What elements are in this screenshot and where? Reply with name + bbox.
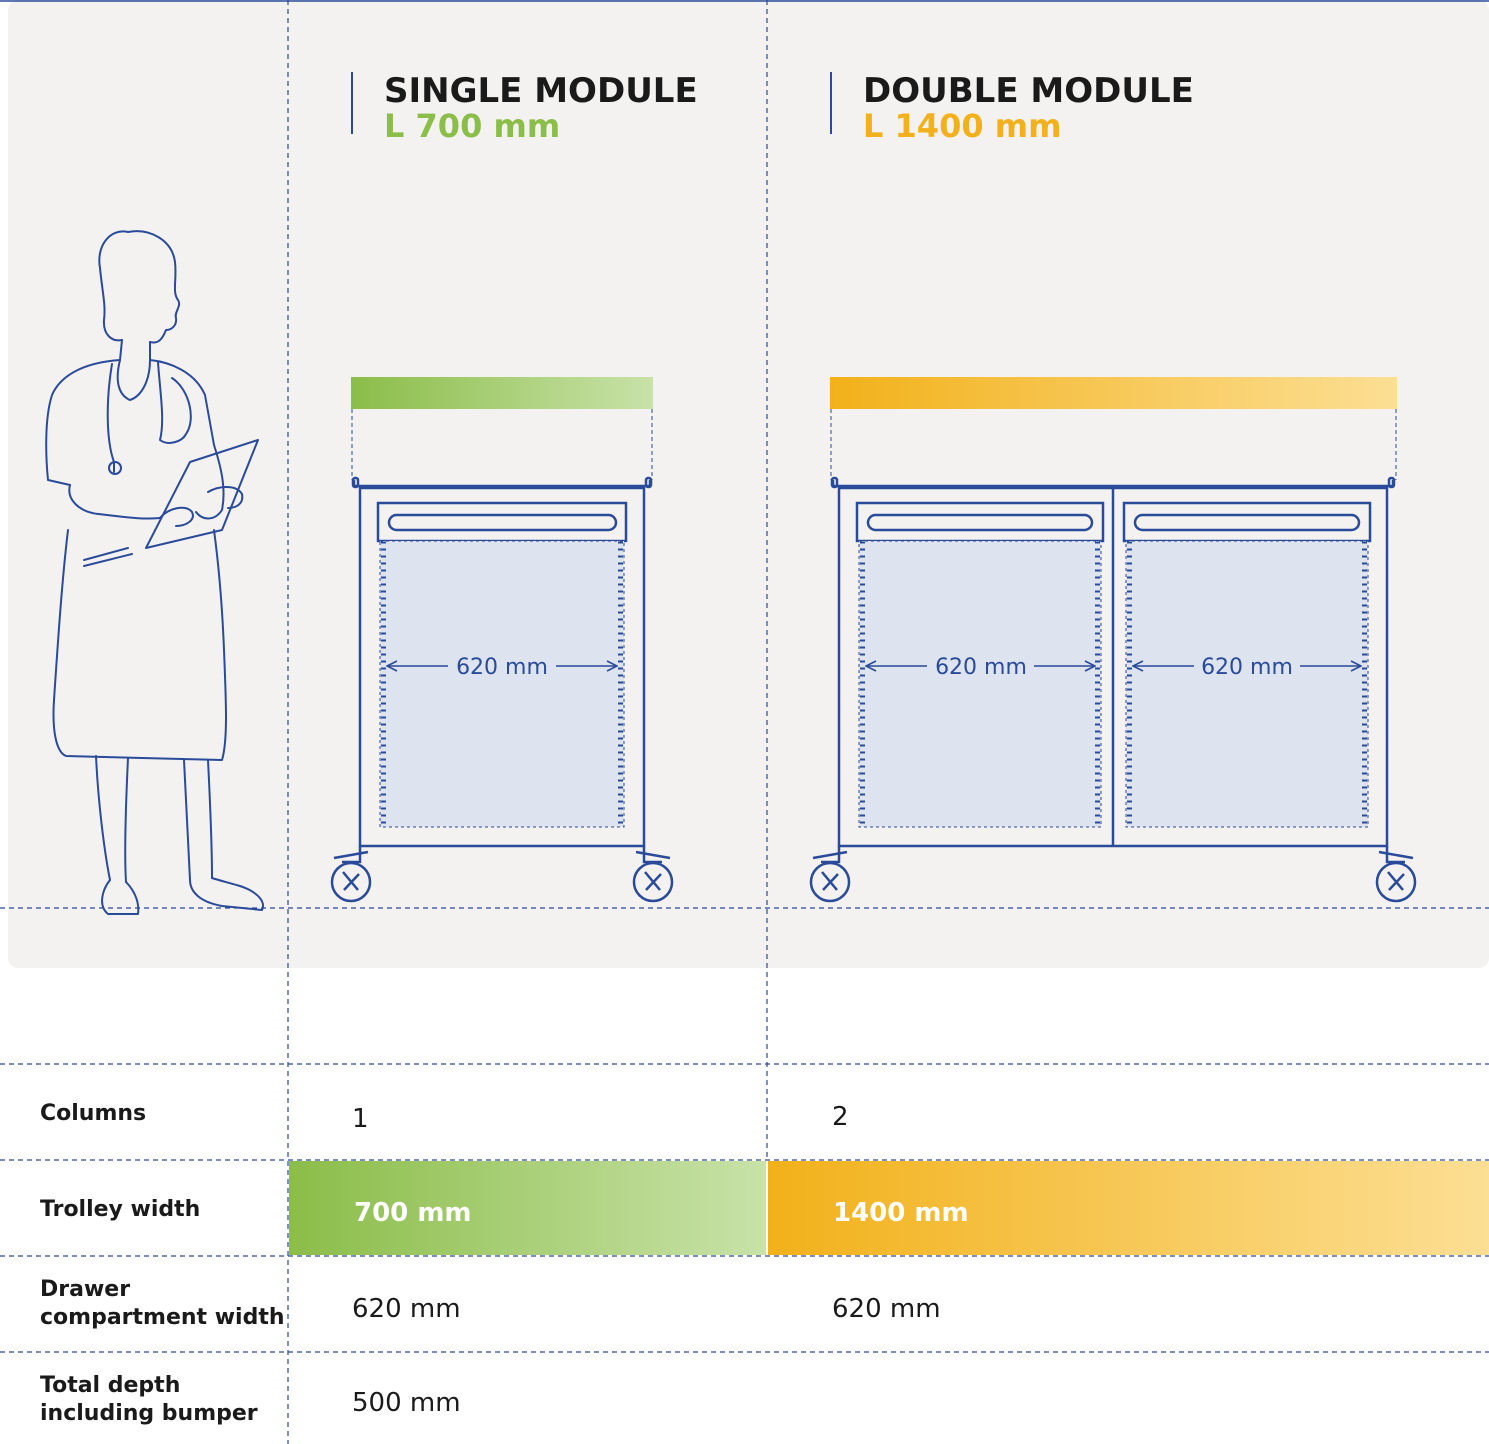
columns-single-value: 1 (352, 1104, 369, 1134)
single-wheel-right (632, 861, 674, 903)
double-wheel-right (1375, 861, 1417, 903)
single-rail-right (618, 541, 623, 827)
columns-double-value: 2 (832, 1102, 849, 1132)
double-wheel-left (809, 861, 851, 903)
double-rail-2 (1095, 541, 1100, 827)
double-handle-right (1133, 513, 1361, 532)
label-line: including bumper (40, 1401, 258, 1426)
nurse-figure-icon (45, 230, 264, 915)
single-trolley (351, 476, 653, 848)
double-handle-left (866, 513, 1094, 532)
single-module-header: SINGLE MODULE L 700 mm (351, 71, 698, 145)
trolley-width-double-value: 1400 mm (833, 1198, 969, 1228)
double-rail-3 (1127, 541, 1132, 827)
single-drawer-compartment (379, 540, 625, 828)
double-rail-1 (860, 541, 865, 827)
trolley-width-double-cell (768, 1161, 1489, 1255)
label-line: Trolley width (40, 1197, 201, 1222)
double-compartment-right (1125, 540, 1369, 828)
double-left-width-label: 620 mm (935, 655, 1027, 680)
double-wheels (809, 846, 1417, 903)
double-module-length: L 1400 mm (863, 107, 1061, 145)
trolley-width-single-value: 700 mm (354, 1198, 472, 1228)
single-drawer-width-label: 620 mm (456, 655, 548, 680)
label-line: Drawer (40, 1277, 131, 1302)
drawer-width-double-value: 620 mm (832, 1294, 941, 1324)
label-line: Columns (40, 1101, 147, 1126)
illustration-panel (8, 0, 1489, 968)
single-wheel-left (330, 861, 372, 903)
label-line: Total depth (40, 1373, 181, 1398)
total-depth-value: 500 mm (352, 1388, 461, 1418)
double-width-bar (830, 377, 1397, 409)
row-label-columns: Columns (40, 1100, 146, 1128)
row-label-drawer-width: Drawer compartment width (40, 1276, 285, 1332)
label-line: compartment width (40, 1305, 285, 1330)
width-bar-projections (351, 409, 1397, 480)
single-wheels (330, 846, 674, 903)
single-frame (358, 486, 646, 848)
double-compartment-left (858, 540, 1102, 828)
row-label-trolley-width: Trolley width (40, 1196, 200, 1224)
double-module-header: DOUBLE MODULE L 1400 mm (830, 71, 1194, 145)
single-width-bar (351, 377, 653, 409)
drawer-width-single-value: 620 mm (352, 1294, 461, 1324)
double-trolley (830, 476, 1396, 848)
double-rail-4 (1362, 541, 1367, 827)
trolley-width-single-cell (289, 1161, 766, 1255)
double-right-width-label: 620 mm (1201, 655, 1293, 680)
single-rail-left (381, 541, 386, 827)
single-drawer-handle (387, 513, 618, 532)
row-label-total-depth: Total depth including bumper (40, 1372, 258, 1428)
double-module-title: DOUBLE MODULE (863, 71, 1194, 111)
single-module-length: L 700 mm (384, 107, 560, 145)
single-module-title: SINGLE MODULE (384, 71, 698, 111)
